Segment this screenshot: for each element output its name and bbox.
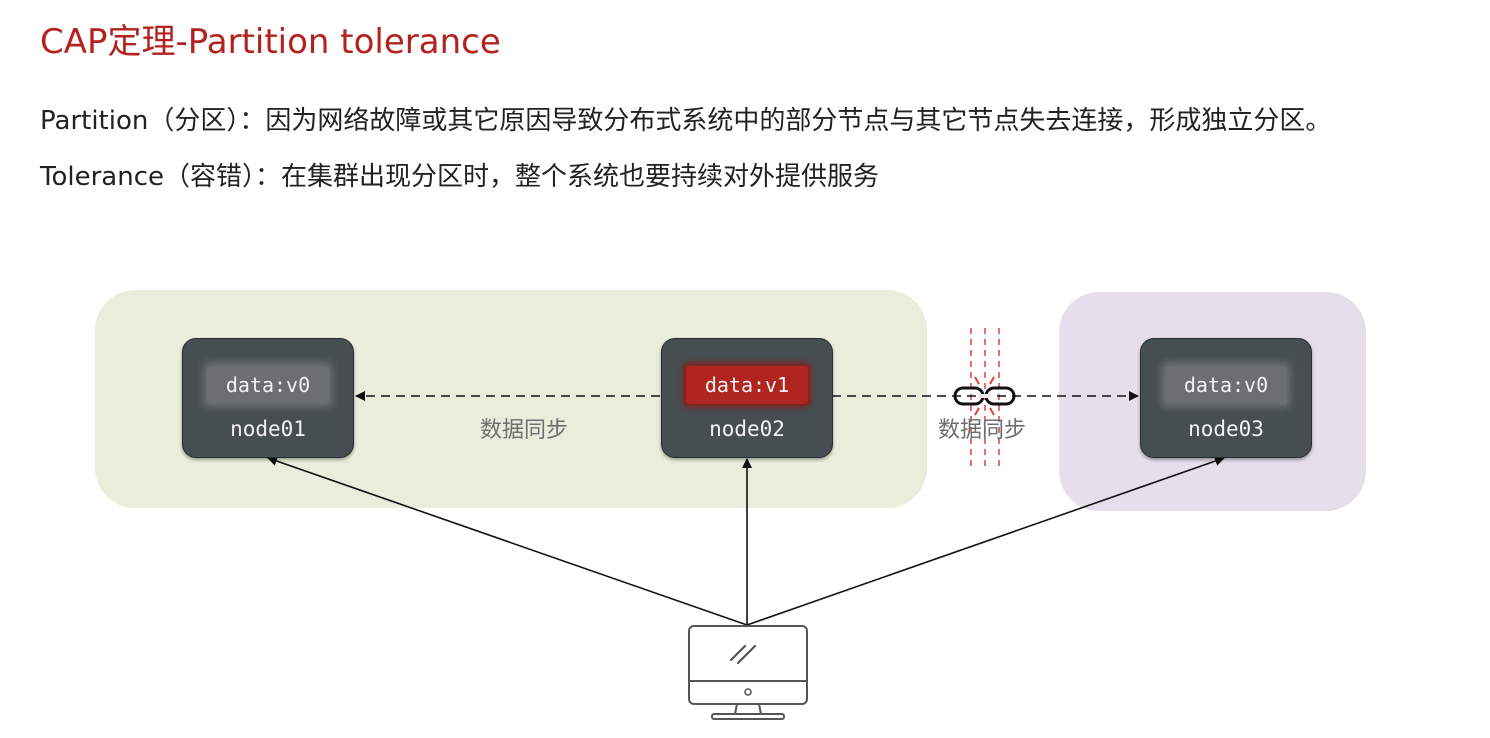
node02: data:v1 node02: [661, 338, 833, 458]
node02-label: node02: [709, 417, 785, 441]
broken-link-icon: [953, 376, 1016, 416]
node03-label: node03: [1188, 417, 1264, 441]
node02-data-value: data:v1: [686, 366, 808, 404]
partition-definition: Partition（分区）：因为网络故障或其它原因导致分布式系统中的部分节点与其…: [40, 106, 1332, 136]
node01: data:v0 node01: [182, 338, 354, 458]
sync-label-left: 数据同步: [480, 418, 569, 443]
node01-data-value: data:v0: [207, 366, 329, 404]
client-arrow-to-node01: [267, 456, 748, 626]
node03-data-value: data:v0: [1165, 366, 1287, 404]
tolerance-definition: Tolerance（容错）：在集群出现分区时，整个系统也要持续对外提供服务: [40, 162, 879, 192]
client-arrow-to-node03: [746, 456, 1225, 626]
node01-label: node01: [230, 417, 306, 441]
computer-monitor-icon: [688, 625, 808, 720]
sync-label-right: 数据同步: [938, 418, 1027, 443]
page-title: CAP定理-Partition tolerance: [40, 22, 501, 62]
node03: data:v0 node03: [1140, 338, 1312, 458]
